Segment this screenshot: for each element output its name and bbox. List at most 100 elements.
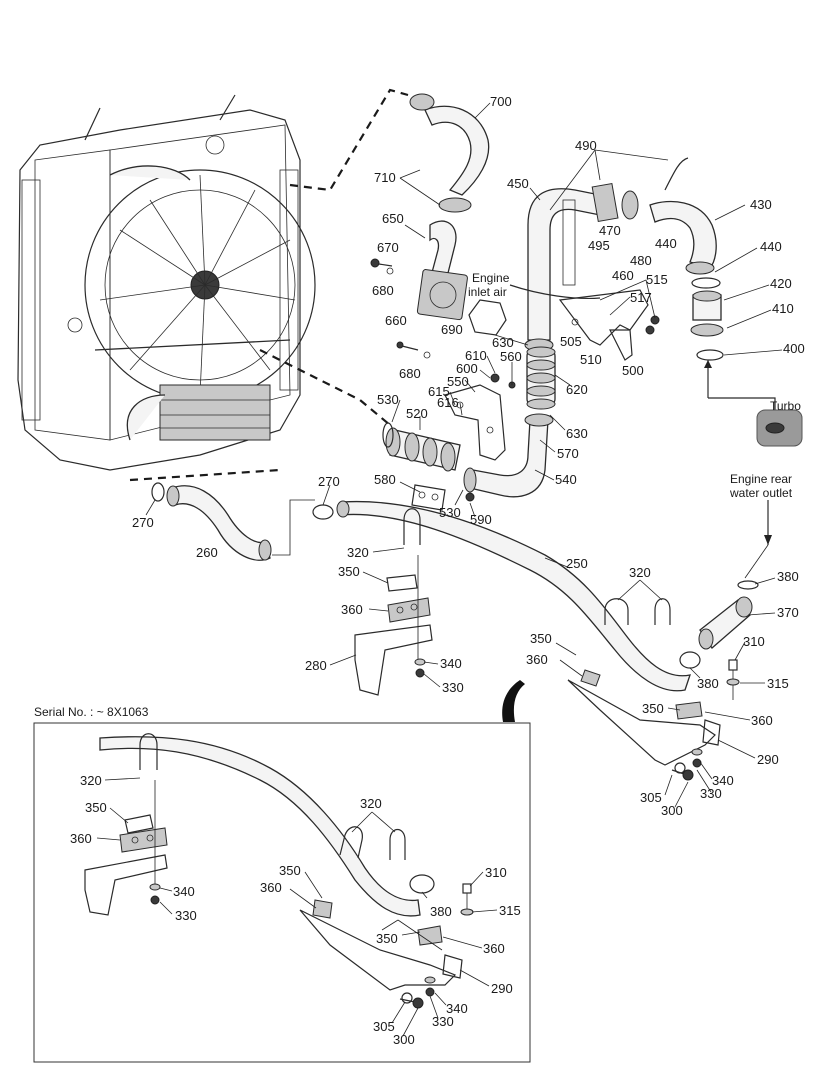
label-360a: 360 bbox=[341, 602, 363, 617]
inset-label-320a: 320 bbox=[80, 773, 102, 788]
label-480: 480 bbox=[630, 253, 652, 268]
inset-label-305: 305 bbox=[373, 1019, 395, 1034]
label-495: 495 bbox=[588, 238, 610, 253]
inset-drawing bbox=[84, 733, 474, 1009]
hose-260 bbox=[151, 482, 334, 561]
label-315a: 315 bbox=[767, 676, 789, 691]
label-380a: 380 bbox=[777, 569, 799, 584]
caption-engine-rear-2: water outlet bbox=[729, 486, 793, 500]
pipe-250 bbox=[336, 500, 701, 692]
inset-label-350b: 350 bbox=[279, 863, 301, 878]
hose-700 bbox=[409, 93, 490, 213]
hose-520 bbox=[382, 422, 461, 472]
part-labels: 700 710 650 670 680 690 660 680 490 450 … bbox=[132, 94, 805, 818]
bracket-500 bbox=[509, 284, 660, 361]
label-560: 560 bbox=[500, 349, 522, 364]
label-650: 650 bbox=[382, 211, 404, 226]
bracket-280 bbox=[354, 555, 433, 696]
label-310a: 310 bbox=[743, 634, 765, 649]
label-270a: 270 bbox=[318, 474, 340, 489]
inset-label-380: 380 bbox=[430, 904, 452, 919]
inset-leader-lines bbox=[96, 777, 498, 1037]
inset-label-340a: 340 bbox=[173, 884, 195, 899]
label-670: 670 bbox=[377, 240, 399, 255]
label-550: 550 bbox=[447, 374, 469, 389]
inset-label-310: 310 bbox=[485, 865, 507, 880]
inset-frame bbox=[33, 722, 531, 1063]
label-510: 510 bbox=[580, 352, 602, 367]
callout-dashed-lower bbox=[259, 349, 391, 426]
label-620: 620 bbox=[566, 382, 588, 397]
label-330a: 330 bbox=[442, 680, 464, 695]
hose-650 bbox=[370, 220, 507, 359]
inset-label-350a: 350 bbox=[85, 800, 107, 815]
label-630a: 630 bbox=[492, 335, 514, 350]
elbow-430 bbox=[649, 200, 776, 412]
label-570: 570 bbox=[557, 446, 579, 461]
label-380b: 380 bbox=[697, 676, 719, 691]
label-540: 540 bbox=[555, 472, 577, 487]
inset-label-340b: 340 bbox=[446, 1001, 468, 1016]
inset-label-330b: 330 bbox=[432, 1014, 454, 1029]
label-580: 580 bbox=[374, 472, 396, 487]
inset-label-290: 290 bbox=[491, 981, 513, 996]
label-600: 600 bbox=[456, 361, 478, 376]
label-590: 590 bbox=[470, 512, 492, 527]
label-616: 616 bbox=[437, 395, 459, 410]
inset-label-330a: 330 bbox=[175, 908, 197, 923]
label-700: 700 bbox=[490, 94, 512, 109]
label-270b: 270 bbox=[132, 515, 154, 530]
leader-lines bbox=[145, 102, 783, 808]
label-470: 470 bbox=[599, 223, 621, 238]
bracket-550 bbox=[444, 373, 516, 461]
label-280: 280 bbox=[305, 658, 327, 673]
label-490: 490 bbox=[575, 138, 597, 153]
hose-620 bbox=[526, 346, 556, 410]
caption-engine-rear-1: Engine rear bbox=[730, 472, 792, 486]
label-305a: 305 bbox=[640, 790, 662, 805]
u-bolts-320-main bbox=[403, 508, 671, 625]
label-410: 410 bbox=[772, 301, 794, 316]
label-690: 690 bbox=[441, 322, 463, 337]
label-320a: 320 bbox=[347, 545, 369, 560]
captions: Engine inlet air Engine rear water outle… bbox=[34, 271, 801, 719]
inset-label-360a: 360 bbox=[70, 831, 92, 846]
caption-turbo: Turbo bbox=[770, 399, 801, 413]
label-530b: 530 bbox=[439, 505, 461, 520]
bracket-290 bbox=[567, 659, 740, 781]
label-250: 250 bbox=[566, 556, 588, 571]
label-530a: 530 bbox=[377, 392, 399, 407]
label-630b: 630 bbox=[566, 426, 588, 441]
callout-dashed-upper bbox=[289, 88, 409, 192]
label-260: 260 bbox=[196, 545, 218, 560]
inset-label-315: 315 bbox=[499, 903, 521, 918]
label-440a: 440 bbox=[655, 236, 677, 251]
pipe-450 bbox=[524, 157, 689, 352]
label-660: 660 bbox=[385, 313, 407, 328]
pipe-540 bbox=[463, 413, 554, 498]
caption-engine-inlet-air-2: inlet air bbox=[468, 285, 507, 299]
inset-label-360b: 360 bbox=[260, 880, 282, 895]
label-505: 505 bbox=[560, 334, 582, 349]
label-680a: 680 bbox=[372, 283, 394, 298]
label-350b: 350 bbox=[530, 631, 552, 646]
label-520: 520 bbox=[406, 406, 428, 421]
inset-part-labels: 320 350 360 340 330 320 350 310 360 380 … bbox=[70, 773, 521, 1047]
label-450: 450 bbox=[507, 176, 529, 191]
label-350c: 350 bbox=[642, 701, 664, 716]
inset-label-350c: 350 bbox=[376, 931, 398, 946]
label-360c: 360 bbox=[751, 713, 773, 728]
label-500: 500 bbox=[622, 363, 644, 378]
label-440b: 440 bbox=[760, 239, 782, 254]
turbo-block bbox=[756, 409, 803, 447]
label-610: 610 bbox=[465, 348, 487, 363]
label-300a: 300 bbox=[661, 803, 683, 818]
plate-580 bbox=[411, 484, 475, 511]
label-340b: 340 bbox=[712, 773, 734, 788]
label-420: 420 bbox=[770, 276, 792, 291]
label-517: 517 bbox=[630, 290, 652, 305]
inset-label-320b: 320 bbox=[360, 796, 382, 811]
callout-dashed-bottom bbox=[129, 468, 281, 482]
label-615: 615 bbox=[428, 384, 450, 399]
